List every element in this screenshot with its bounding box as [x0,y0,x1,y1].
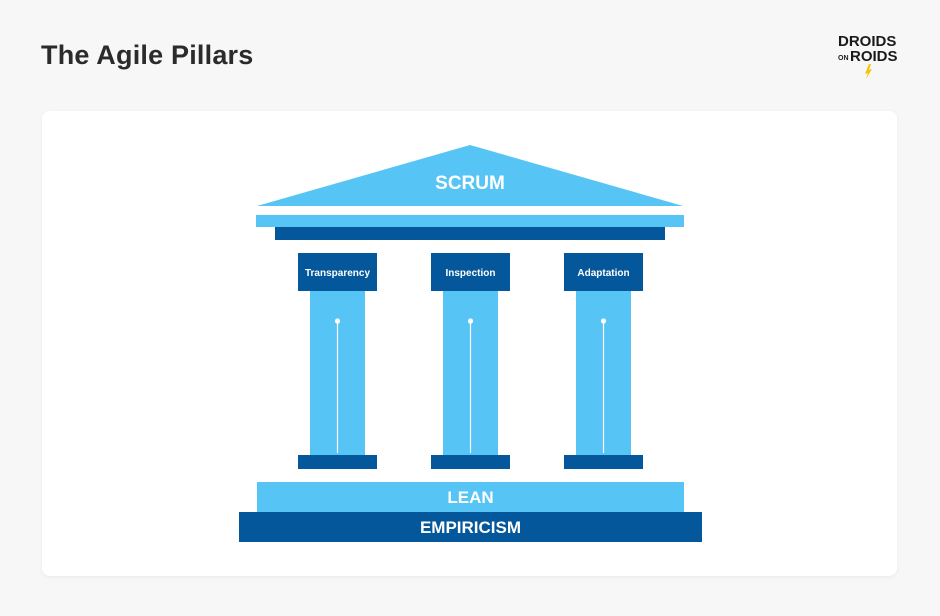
step-lower-label: EMPIRICISM [420,518,521,537]
roof-triangle [257,145,683,206]
logo-text-bottom: ROIDS [850,48,898,65]
droids-on-roids-logo: DROIDS ON ROIDS [836,29,906,79]
pillar-label: Adaptation [577,268,629,279]
pillar-dot [467,318,474,324]
pillar-dot [600,318,607,324]
pillar-label: Transparency [305,268,370,279]
pillar-capital [564,253,643,291]
entablature-upper [256,215,684,227]
entablature-lower [275,227,665,240]
step-lower [239,512,702,542]
lightning-bolt-icon [865,64,872,79]
pillar-adaptation: Adaptation [564,253,643,469]
page-title: The Agile Pillars [41,40,254,70]
step-upper-label: LEAN [447,488,493,507]
pillar-dot [334,318,341,324]
step-upper [257,482,684,512]
pillar-capital [431,253,510,291]
pillar-base [564,455,643,469]
roof-label: SCRUM [435,173,505,194]
pillar-inspection: Inspection [431,253,510,469]
logo-text-middle: ON [838,55,849,62]
pillar-base [431,455,510,469]
pillar-label: Inspection [445,268,495,279]
pillar-capital [298,253,377,291]
pillar-base [298,455,377,469]
logo-graphic: DROIDS ON ROIDS [838,33,898,79]
logo-text-top: DROIDS [838,33,896,50]
pillar-transparency: Transparency [298,253,377,469]
